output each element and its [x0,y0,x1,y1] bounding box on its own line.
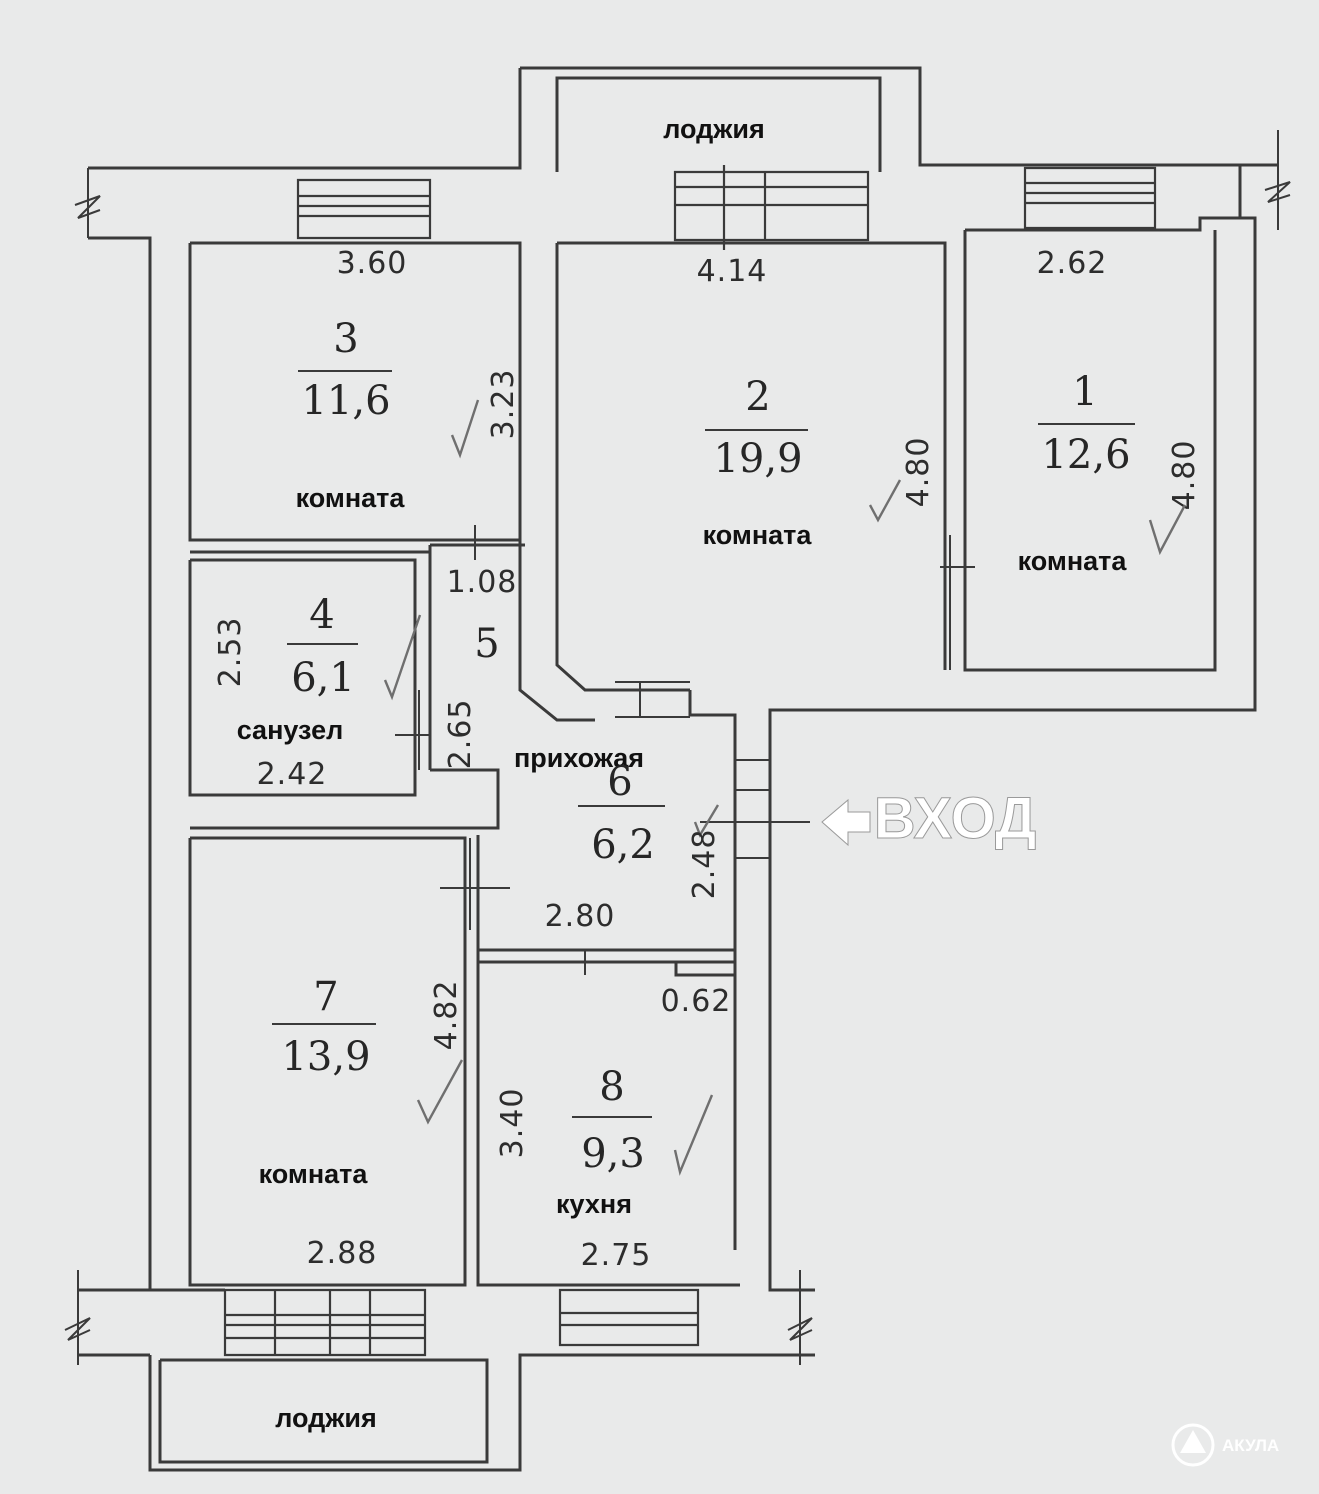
door-room-7 [440,838,510,930]
entrance-marker: ВХОД [821,786,1037,852]
check-mark-icon [673,1094,714,1176]
window-room-2 [673,165,870,250]
room-1-label: комната [1018,546,1128,576]
windows [223,165,1157,1357]
window-room-7 [223,1288,427,1357]
window-room-1 [1023,166,1157,230]
room-5-depth: 2.65 [443,699,478,770]
room-5: 1.08 5 2.65 [443,565,518,770]
room-8-depth: 3.40 [495,1088,530,1159]
room-4-area: 6,1 [291,655,355,701]
entrance-door [700,759,810,859]
loggia-top-label: лоджия [663,114,765,144]
room-5-number: 5 [474,621,499,667]
loggia-bottom-label: лоджия [275,1403,377,1433]
room-1-depth: 4.80 [1167,440,1202,511]
room-7-number: 7 [313,974,338,1020]
doors [395,525,975,975]
room-2-number: 2 [745,374,770,420]
check-mark-icon [383,614,422,701]
room-6-depth: 2.48 [687,829,722,900]
arrow-left-icon [821,798,871,847]
entrance-label: ВХОД [874,786,1037,851]
room-6-area: 6,2 [591,822,655,868]
room-8-area: 9,3 [581,1131,645,1177]
room-5-width: 1.08 [447,565,518,600]
room-6-label: прихожая [514,743,644,773]
room-3: 3.60 3 11,6 3.23 комната [296,246,521,513]
room-6-number: 6 [607,759,632,805]
room-2-area: 19,9 [713,436,802,482]
room-8-number: 8 [599,1064,624,1110]
room-3-number: 3 [333,316,358,362]
check-mark-icon [868,479,902,523]
door-room-1 [940,535,975,670]
room-2-width: 4.14 [697,254,768,289]
room-7-depth: 4.82 [429,980,464,1051]
watermark-label: АКУЛА [1222,1436,1279,1455]
room-4-number: 4 [309,592,334,638]
room-6-width: 2.80 [545,899,616,934]
room-3-depth: 3.23 [486,369,521,440]
room-6: прихожая 6 6,2 2.48 2.80 [514,743,722,934]
room-2-label: комната [703,520,813,550]
window-room-3 [296,178,432,240]
room-4: 2.53 4 6,1 санузел 2.42 [213,592,422,792]
room-1: 2.62 1 12,6 4.80 комната [1018,246,1202,576]
room-3-area: 11,6 [301,378,390,424]
room-4-label: санузел [237,715,344,745]
walls [64,66,1291,1472]
check-mark-icon [416,1059,464,1125]
room-1-width: 2.62 [1037,246,1108,281]
watermark: АКУЛА [1171,1423,1279,1467]
room-4-depth: 2.53 [213,617,248,688]
room-4-width: 2.42 [257,757,328,792]
check-mark-icon [1148,504,1187,556]
room-2: 4.14 2 19,9 4.80 комната [697,254,936,550]
room-3-width: 3.60 [337,246,408,281]
check-mark-icon [693,804,720,838]
room-8-width: 2.75 [581,1238,652,1273]
door-room-4 [395,690,430,770]
room-7-area: 13,9 [281,1034,370,1080]
window-room-8 [558,1288,700,1347]
room-7: 7 13,9 4.82 комната 2.88 [259,974,464,1271]
room-2-depth: 4.80 [901,437,936,508]
door-hall-2 [615,681,690,718]
room-8-extra: 0.62 [661,984,732,1019]
room-8-label: кухня [556,1189,632,1219]
room-7-label: комната [259,1159,369,1189]
shark-logo-icon [1171,1423,1215,1467]
room-7-width: 2.88 [307,1236,378,1271]
room-1-area: 12,6 [1041,432,1130,478]
room-1-number: 1 [1072,369,1097,415]
room-8: 0.62 8 9,3 3.40 кухня 2.75 [495,984,732,1273]
check-mark-icon [450,399,480,459]
room-3-label: комната [296,483,406,513]
